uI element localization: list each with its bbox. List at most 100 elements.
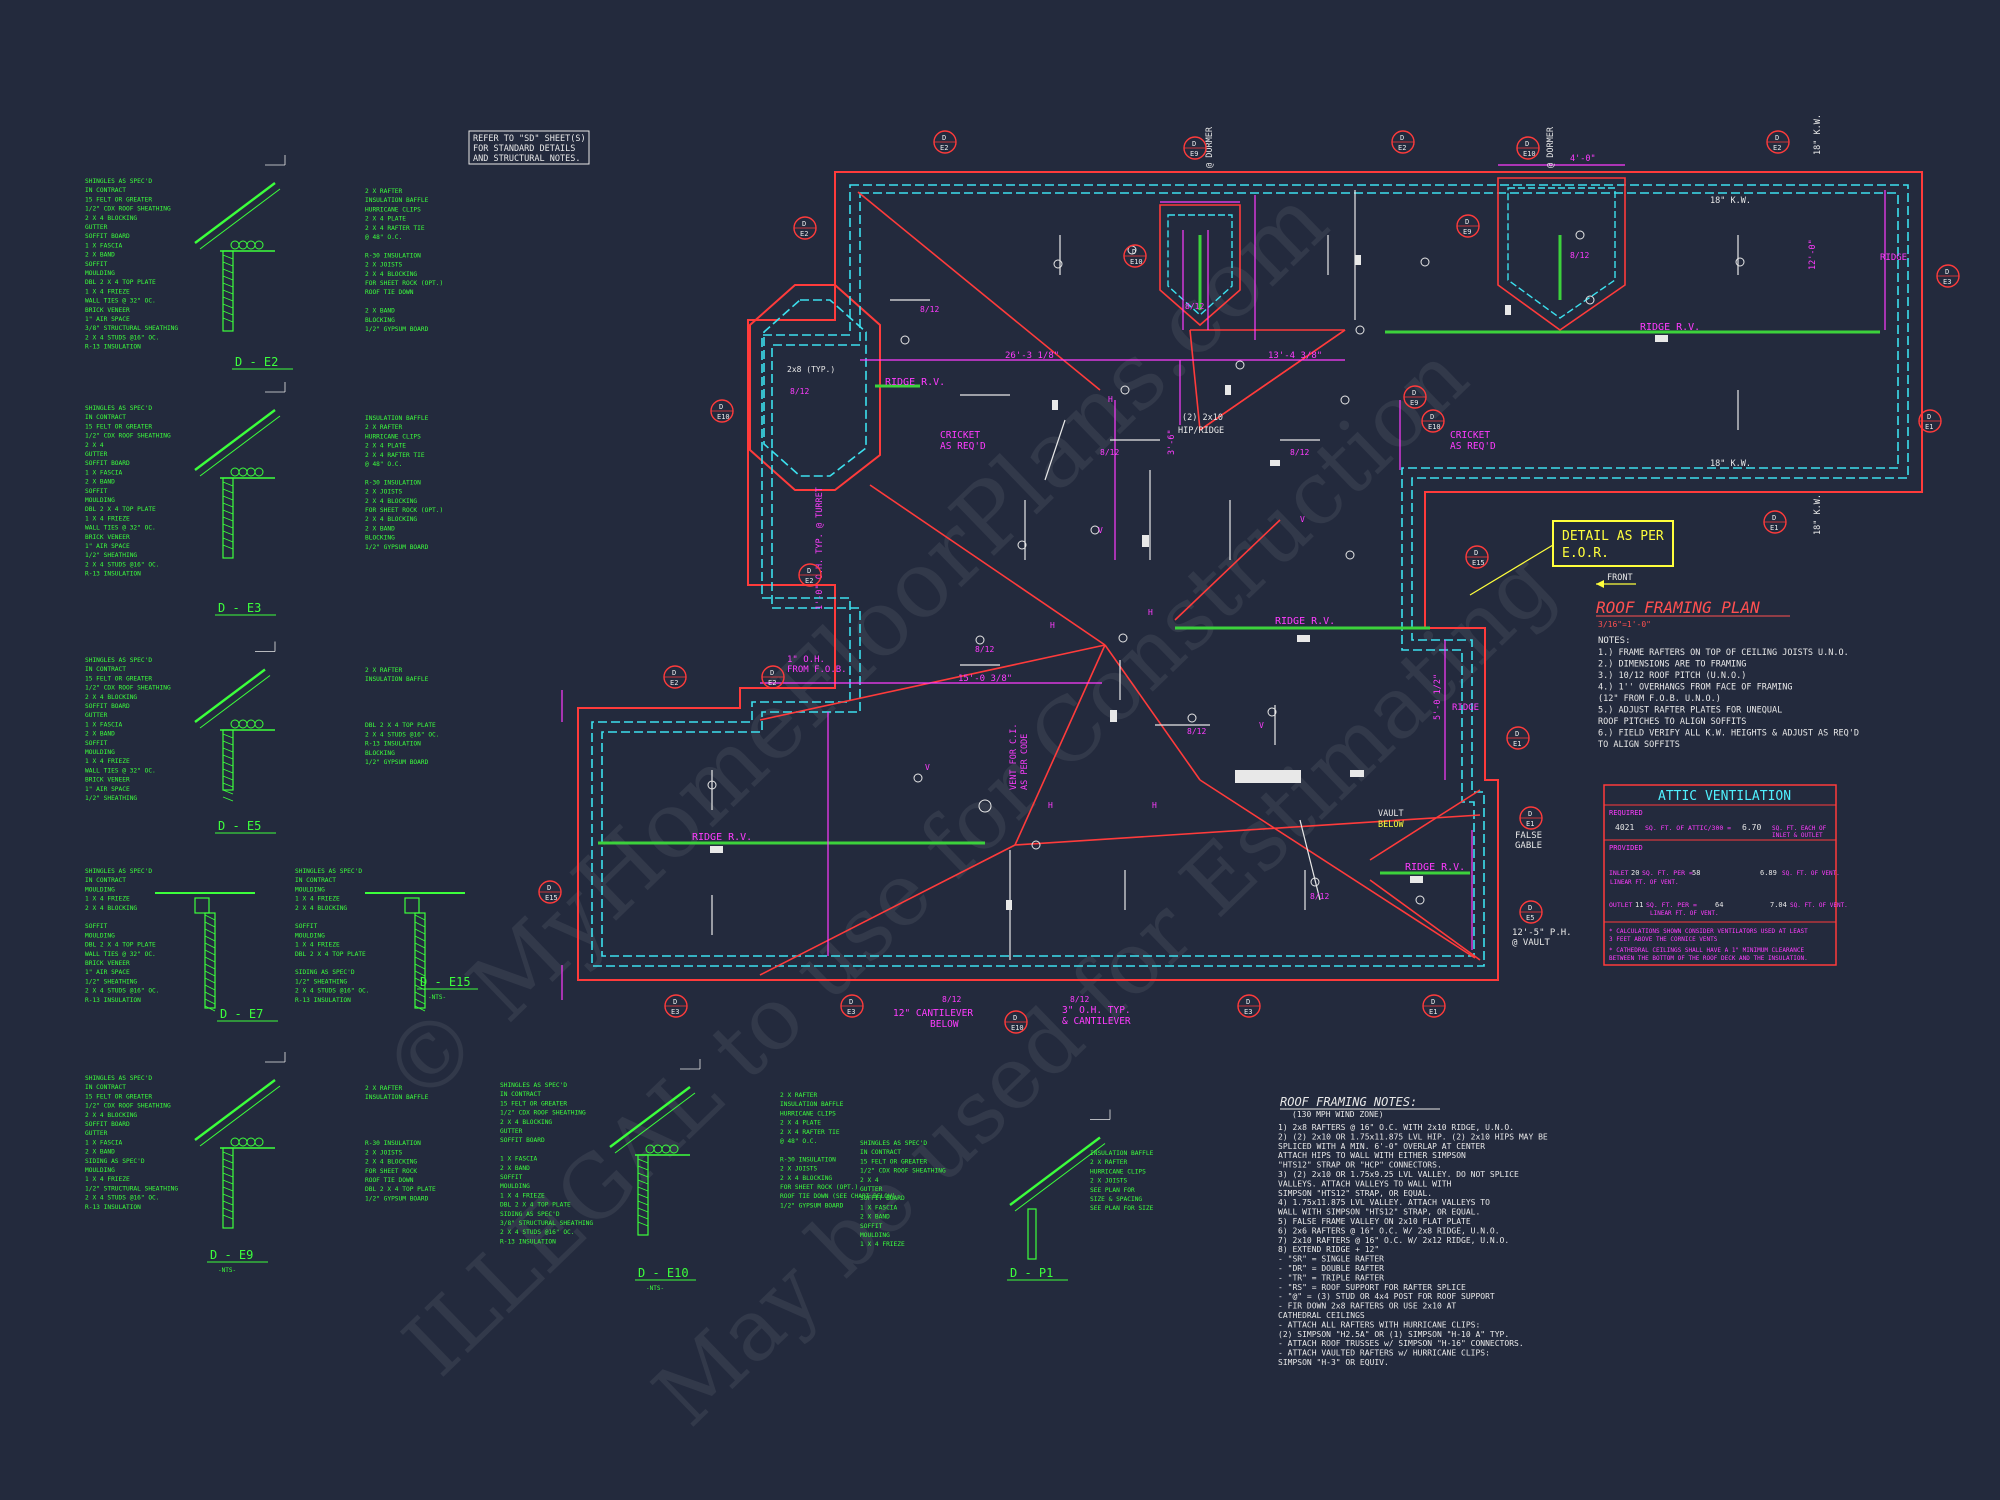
detail-callout: BRICK VENEER <box>85 534 130 541</box>
detail-callout: R-30 INSULATION <box>365 252 421 259</box>
detail-callout: SIZE & SPACING <box>1090 1196 1142 1203</box>
detail-callout: 2 X 4 BLOCKING <box>365 1159 417 1166</box>
detail-callout: 2 X BAND <box>85 1149 115 1156</box>
plan-note-line: 3.) 10/12 ROOF PITCH (U.N.O.) <box>1598 671 1746 681</box>
vent-label: VENT FOR C.I. <box>1009 723 1019 790</box>
detail-callout: 15 FELT OR GREATER <box>85 675 152 682</box>
detail-callout: MOULDING <box>85 886 115 893</box>
detail-callout: 2 X JOISTS <box>365 489 403 496</box>
dormer-right-outline <box>1497 177 1626 331</box>
section-tag: DE3 <box>1936 264 1960 288</box>
detail-callout: 2 X 4 BLOCKING <box>365 516 417 523</box>
plan-note-line: ROOF PITCHES TO ALIGN SOFFITS <box>1598 717 1746 727</box>
detail-callout: BRICK VENEER <box>85 777 130 784</box>
detail-callout: 2 X 4 STUDS @16" OC. <box>85 1195 160 1202</box>
detail-callout: 15 FELT OR GREATER <box>860 1158 927 1165</box>
required-text: SQ. FT. OF ATTIC/300 = <box>1645 824 1731 832</box>
section-tag-letter: D <box>802 220 806 228</box>
section-tag-letter: D <box>719 403 723 411</box>
detail-callout: BLOCKING <box>365 535 395 542</box>
detail-callout: SIDING AS SPEC'D <box>85 1158 145 1165</box>
plan-scale: 3/16"=1'-0" <box>1598 620 1651 629</box>
vault-below-label: VAULT <box>1378 809 1404 819</box>
detail-callout: WALL TIES @ 32" OC. <box>85 525 156 532</box>
detail-callout: IN CONTRACT <box>85 187 126 194</box>
section-tag-letter: D <box>1528 810 1532 818</box>
dimension-label: 26'-3 1/8" <box>1005 351 1059 361</box>
detail-callout: IN CONTRACT <box>85 877 126 884</box>
detail-callout: 1/2" SHEATHING <box>85 795 137 802</box>
framing-note-line: - ATTACH ALL RAFTERS WITH HURRICANE CLIP… <box>1278 1320 1480 1329</box>
detail-callout: @ 48" O.C. <box>780 1138 817 1145</box>
dimension-lines <box>561 164 1886 1000</box>
cricket-label: CRICKET <box>940 430 980 441</box>
dimension-label: 4'-0" <box>1570 154 1596 164</box>
detail-callout: SHINGLES AS SPEC'D <box>500 1082 567 1089</box>
section-tag-code: E10 <box>1428 423 1441 431</box>
detail-as-per-box <box>1552 520 1674 567</box>
detail-callout: SHINGLES AS SPEC'D <box>85 868 152 875</box>
detail-callout: 1 X 4 FRIEZE <box>500 1192 545 1199</box>
pitch-label: 8/12 <box>1310 892 1329 901</box>
inlet-text: SQ. FT. PER = <box>1642 869 1693 877</box>
detail-callout: 1 X 4 FRIEZE <box>85 758 130 765</box>
detail-callout: 2 X 4 STUDS @16" OC. <box>295 988 370 995</box>
detail-callout: FOR SHEET ROCK (OPT.) <box>365 507 443 514</box>
front-label: FRONT <box>1607 573 1633 583</box>
detail-callout: GUTTER <box>860 1186 883 1193</box>
detail-callout: DBL 2 X 4 TOP PLATE <box>365 722 436 729</box>
section-tag-code: E3 <box>1943 278 1951 286</box>
detail-callout: 2 X RAFTER <box>365 1085 403 1092</box>
detail-label: D - E3 <box>218 601 261 615</box>
kw-label: 18" K.W. <box>1710 459 1751 469</box>
typ-2x8-label: 2x8 (TYP.) <box>787 365 835 374</box>
valley-tag: V <box>925 763 930 772</box>
detail-callout: MOULDING <box>85 497 115 504</box>
detail-callout: 1" AIR SPACE <box>85 969 130 976</box>
detail-callout: SHINGLES AS SPEC'D <box>85 657 152 664</box>
detail-callout: 1/2" CDX ROOF SHEATHING <box>85 685 171 692</box>
detail-callout: WALL TIES @ 32" OC. <box>85 951 156 958</box>
ridge-label: RIDGE R.V. <box>1275 616 1335 627</box>
detail-callout: 2 X 4 BLOCKING <box>365 498 417 505</box>
section-tag-code: E2 <box>800 230 808 238</box>
section-tag-letter: D <box>1528 904 1532 912</box>
detail-callout: 2 X JOISTS <box>1090 1178 1128 1185</box>
detail-callout: 3/8" STRUCTURAL SHEATHING <box>85 325 178 332</box>
detail-callout: MOULDING <box>295 886 325 893</box>
section-tag: DE2 <box>1391 130 1415 154</box>
plan-notes-heading: NOTES: <box>1598 636 1631 646</box>
inlet-value: 20 <box>1631 869 1639 877</box>
detail-callout: DBL 2 X 4 TOP PLATE <box>85 506 156 513</box>
detail-callout: 1 X 4 FRIEZE <box>85 515 130 522</box>
detail-callout: 2 X 4 BLOCKING <box>780 1175 832 1182</box>
section-tag: DE2 <box>933 130 957 154</box>
detail-callout: DBL 2 X 4 TOP PLATE <box>500 1202 571 1209</box>
hip-tag: H <box>1148 608 1153 617</box>
watermark-group: © MyHomeFloorPlans.com ILLEGAL to use fo… <box>361 167 1573 1445</box>
detail-callout: 1 X 4 FRIEZE <box>295 896 340 903</box>
detail-nts: -NTS- <box>218 1267 236 1274</box>
detail-callout: SOFFIT <box>860 1223 883 1230</box>
section-tag-letter: D <box>1474 549 1478 557</box>
hip-tag: H <box>1152 801 1157 810</box>
cricket-label: CRICKET <box>1450 430 1490 441</box>
framing-note-line: - ATTACH VAULTED RAFTERS w/ HURRICANE CL… <box>1278 1349 1490 1358</box>
detail-callout: 1/2" GYPSUM BOARD <box>365 544 429 551</box>
refer-note: REFER TO "SD" SHEET(S) FOR STANDARD DETA… <box>468 130 590 165</box>
dormer-label: @ DORMER <box>1546 126 1556 168</box>
section-tag-letter: D <box>807 567 811 575</box>
detail-callout: SHINGLES AS SPEC'D <box>85 1075 152 1082</box>
inlet-label: INLET <box>1609 869 1629 877</box>
detail-callout: DBL 2 X 4 TOP PLATE <box>85 942 156 949</box>
section-tag: DE3 <box>1237 994 1261 1018</box>
detail-callout: BLOCKING <box>365 750 395 757</box>
detail-callout: 2 X 4 BLOCKING <box>500 1119 552 1126</box>
detail-callout: GUTTER <box>85 224 108 231</box>
inlet-text: SQ. FT. OF VENT. <box>1782 870 1840 877</box>
